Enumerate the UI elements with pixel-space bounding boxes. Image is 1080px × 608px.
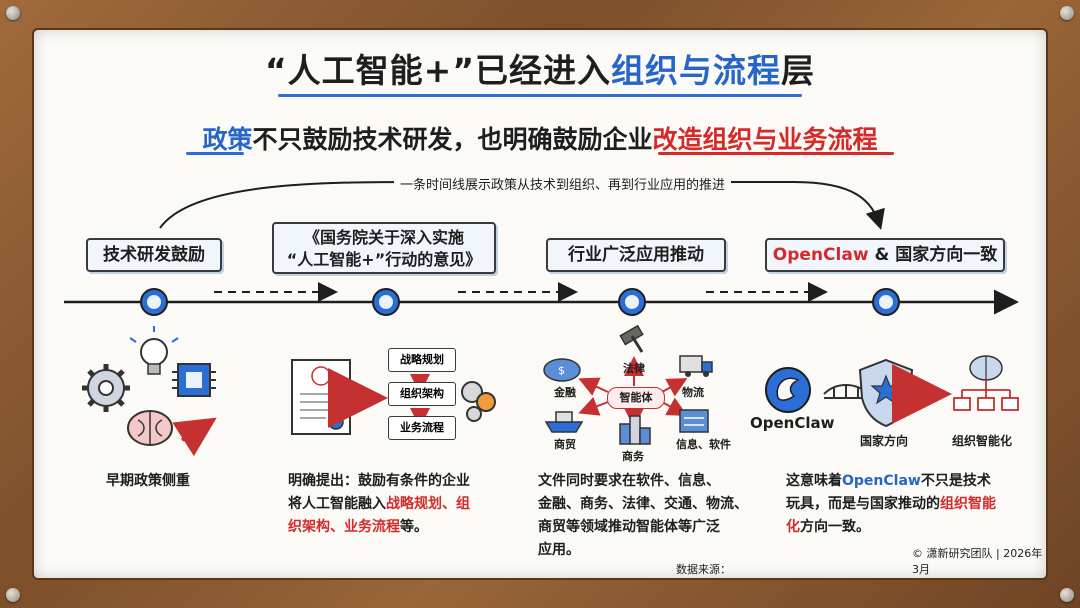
org-brain-icon [970, 356, 1002, 380]
document-icon [292, 360, 350, 434]
stage3-description: 文件同时要求在软件、信息、 金融、商务、法律、交通、物流、 商贸等领域推动智能体… [538, 470, 768, 562]
stage-openclaw-alignment: OpenClaw & 国家方向一致 [765, 238, 1005, 272]
d4-end: 方向一致。 [800, 519, 870, 535]
corner-bolt [6, 588, 20, 602]
stage-tech-rd: 技术研发鼓励 [86, 238, 222, 272]
hub-node-logistics: 物流 [682, 384, 704, 400]
stage2-line2: “人工智能+”行动的意见》 [274, 249, 494, 271]
hub-node-finance: 金融 [554, 384, 576, 400]
stage-state-council-opinion: 《国务院关于深入实施 “人工智能+”行动的意见》 [272, 222, 496, 274]
d4-highlight1: 组织智能 [940, 496, 996, 512]
stage1-description: 早期政策侧重 [106, 470, 190, 493]
d3-line1: 文件同时要求在软件、信息、 [538, 470, 768, 493]
hub-node-commerce: 商务 [622, 448, 644, 464]
gears-icon [462, 382, 495, 421]
d2-highlight1: 战略规划、组 [386, 496, 470, 512]
footer-source: 数据来源：https://www.mee.gov.cn/zcwj/gwywj/2… [676, 561, 1046, 578]
d2-line1: 明确提出：鼓励有条件的企业 [288, 470, 512, 493]
openclaw-logo-text: OpenClaw [750, 414, 834, 432]
timeline-node-3 [619, 289, 645, 315]
d4-highlight2: 化 [786, 519, 800, 535]
brain-icon [128, 411, 172, 445]
server-icon [680, 410, 708, 432]
org-label: 组织智能化 [952, 432, 1012, 449]
org-chart-icon [954, 380, 1018, 410]
cloud-money-icon: $ [544, 359, 580, 381]
timeline-node-2 [373, 289, 399, 315]
hub-node-it: 信息、软件 [676, 436, 731, 452]
timeline-caption: 一条时间线展示政策从技术到组织、再到行业应用的推进 [394, 174, 731, 193]
d4-text3: 玩具，而是与国家推动的 [786, 496, 940, 512]
d2-text: 将人工智能融入 [288, 496, 386, 512]
d3-line3: 商贸等领域推动智能体等广泛 [538, 516, 768, 539]
d4-text2: 不只是技术 [921, 473, 991, 489]
d4-text1: 这意味着 [786, 473, 842, 489]
trend-arrow-icon [182, 422, 210, 440]
stage2-description: 明确提出：鼓励有条件的企业 将人工智能融入战略规划、组 织架构、业务流程等。 [288, 470, 512, 539]
chip-icon [172, 364, 216, 396]
stage4-openclaw: OpenClaw [773, 245, 869, 265]
stage-industry-application: 行业广泛应用推动 [546, 238, 726, 272]
corner-bolt [6, 6, 20, 20]
d2-highlight2: 织架构、业务流程 [288, 519, 400, 535]
lightbulb-icon [130, 326, 178, 374]
corner-bolt [1060, 588, 1074, 602]
stage2-line1: 《国务院关于深入实施 [274, 227, 494, 249]
timeline-node-4 [873, 289, 899, 315]
gavel-icon [620, 326, 642, 352]
flow-process: 业务流程 [388, 416, 456, 440]
stage4-rest: & 国家方向一致 [869, 245, 998, 265]
timeline-node-1 [141, 289, 167, 315]
d3-line2: 金融、商务、法律、交通、物流、 [538, 493, 768, 516]
d3-line4: 应用。 [538, 539, 768, 562]
openclaw-logo-icon [766, 368, 810, 412]
ship-icon [546, 412, 582, 432]
hub-center: 智能体 [607, 387, 665, 409]
gear-icon [82, 364, 130, 412]
whiteboard: “人工智能+”已经进入组织与流程层 政策不只鼓励技术研发，也明确鼓励企业改造组织… [34, 30, 1046, 578]
hub-node-law: 法律 [623, 360, 645, 376]
shield-icon [860, 360, 912, 426]
flow-strategy: 战略规划 [388, 348, 456, 372]
d4-openclaw: OpenClaw [842, 473, 921, 489]
d2-end: 等。 [400, 519, 428, 535]
flow-org: 组织架构 [388, 382, 456, 406]
hub-node-trade: 商贸 [554, 436, 576, 452]
svg-text:$: $ [558, 364, 565, 377]
corner-bolt [1060, 6, 1074, 20]
shield-label: 国家方向 [860, 432, 908, 449]
stage4-description: 这意味着OpenClaw不只是技术 玩具，而是与国家推动的组织智能 化方向一致。 [786, 470, 1022, 539]
truck-icon [680, 356, 712, 377]
buildings-icon [620, 416, 650, 444]
